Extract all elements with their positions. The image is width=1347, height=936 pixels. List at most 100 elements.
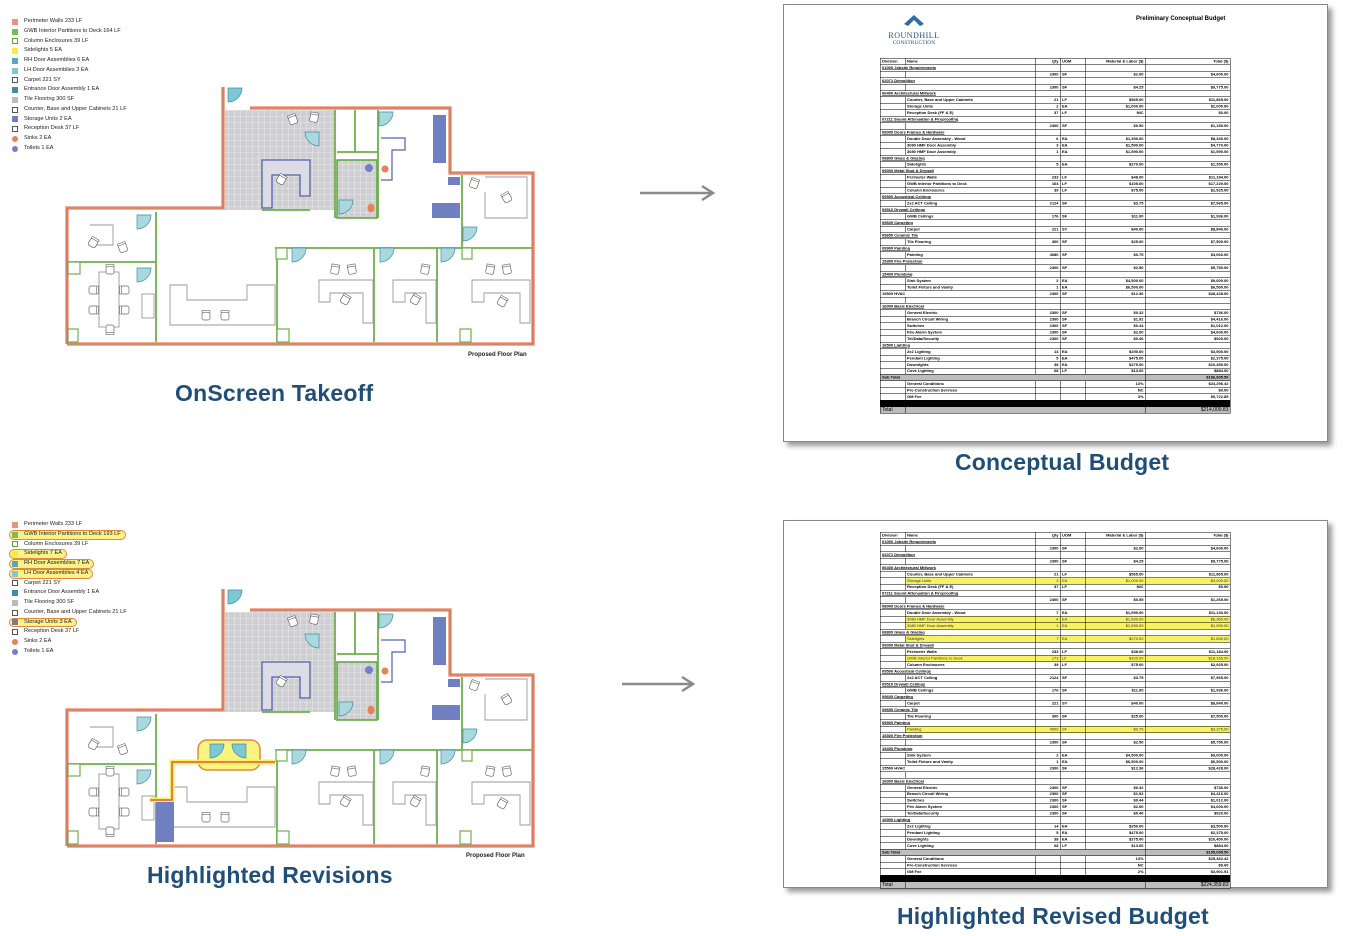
door-icon — [338, 701, 354, 717]
legend-label: Reception Desk 37 LF — [24, 125, 80, 132]
door-icon — [338, 199, 354, 215]
chair-icon — [220, 310, 230, 321]
chair-icon — [346, 263, 357, 275]
legend-item: Entrance Door Assembly 1 EA — [12, 588, 127, 598]
legend-item: Sinks 2 EA — [12, 637, 127, 647]
toilet-icon — [365, 666, 373, 674]
legend-swatch-icon — [12, 648, 18, 655]
chair-icon — [330, 765, 341, 777]
door-icon — [136, 214, 152, 230]
legend-label: Storage Units 3 EA — [24, 618, 72, 625]
chair-icon — [116, 743, 128, 755]
chair-icon — [119, 787, 130, 797]
legend-item: Tile Flooring 300 SF — [12, 598, 127, 608]
legend-item: RH Door Assemblies 7 EA — [9, 559, 95, 569]
legend-label: GWB Interior Partitions to Deck 164 LF — [24, 27, 121, 34]
chair-icon — [496, 294, 509, 308]
door-icon — [379, 749, 395, 765]
chair-icon — [105, 264, 115, 275]
chair-icon — [496, 796, 509, 810]
door-icon — [291, 247, 307, 263]
storage-unit — [433, 115, 446, 163]
total-fill — [905, 406, 1146, 414]
legend-swatch-icon — [12, 18, 18, 25]
chair-icon — [286, 113, 298, 125]
legend-item: Carpet 221 SY — [12, 579, 127, 589]
chair-icon — [330, 263, 341, 275]
legend-label: Perimeter Walls 233 LF — [24, 521, 83, 527]
desks — [90, 678, 531, 830]
door-icon — [379, 247, 395, 263]
legend-item: Column Enclosures 39 LF — [12, 37, 127, 47]
door-icon — [291, 749, 307, 765]
total-fill — [905, 881, 1146, 889]
legend-item: Storage Units 3 EA — [9, 617, 77, 628]
legend-swatch-icon — [12, 599, 18, 606]
arrow-right-icon — [640, 184, 716, 202]
door-icon — [209, 743, 225, 759]
conceptual-budget-page: ROUNDHILL CONSTRUCTION Preliminary Conce… — [783, 4, 1328, 442]
legend-label: LH Door Assemblies 4 EA — [24, 569, 89, 576]
legend-item: Sidelights 5 EA — [12, 46, 127, 56]
chair-icon — [501, 263, 512, 275]
legend-swatch-icon — [12, 57, 18, 64]
legend-item: RH Door Assemblies 6 EA — [12, 56, 127, 66]
chair-icon — [88, 305, 99, 315]
legend-swatch-icon — [12, 67, 18, 74]
chair-icon — [88, 285, 99, 295]
chair-icon — [201, 310, 211, 321]
legend-item: Sinks 2 EA — [12, 134, 127, 144]
legend-label: Entrance Door Assembly 1 EA — [24, 86, 100, 93]
legend-swatch-icon — [12, 135, 18, 142]
chair-icon — [116, 241, 128, 253]
interior-partition — [68, 110, 532, 342]
takeoff-caption: OnScreen Takeoff — [175, 380, 374, 406]
chair-icon — [88, 807, 99, 817]
legend-item: GWB Interior Partitions to Deck 193 LF — [9, 529, 126, 540]
legend-label: Perimeter Walls 233 LF — [24, 18, 83, 24]
legend-label: Tile Flooring 300 SF — [24, 599, 75, 605]
chair-icon — [119, 807, 130, 817]
chair-icon — [105, 826, 115, 837]
chair-icon — [309, 111, 320, 123]
legend-label: Toilets 1 EA — [24, 144, 54, 151]
legend-swatch-icon — [12, 629, 18, 636]
legend-swatch-icon — [12, 87, 18, 94]
legend-item: Entrance Door Assembly 1 EA — [12, 85, 127, 95]
door-icon — [227, 87, 243, 103]
legend-item: Perimeter Walls 233 LF — [12, 17, 127, 27]
legend-swatch-icon — [12, 541, 18, 548]
legend-swatch-icon — [12, 145, 18, 152]
legend-label: Sidelights 7 EA — [24, 550, 62, 557]
legend-label: Counter, Base and Upper Cabinets 21 LF — [24, 608, 127, 615]
chair-icon — [339, 292, 352, 306]
legend-item: Counter, Base and Upper Cabinets 21 LF — [12, 608, 127, 618]
door-icon — [231, 743, 247, 759]
legend-swatch-icon — [12, 609, 18, 616]
chair-icon — [500, 190, 513, 204]
table-row: 15300 Fire Protection — [880, 258, 1231, 265]
cell-total: $224,359.83 — [1145, 881, 1231, 889]
legend-label: Reception Desk 37 LF — [24, 628, 80, 635]
roof-icon — [904, 15, 924, 26]
legend-label: Sinks 2 EA — [24, 638, 52, 644]
legend-item: Column Enclosures 39 LF — [12, 540, 127, 550]
legend-item: Reception Desk 37 LF — [12, 627, 127, 637]
total-row: Total$214,009.83 — [880, 406, 1231, 414]
logo-name: ROUNDHILL — [888, 31, 940, 40]
legend-label: Column Enclosures 39 LF — [24, 540, 89, 547]
legend-swatch-icon — [12, 116, 18, 123]
company-logo: ROUNDHILL CONSTRUCTION — [874, 14, 954, 47]
